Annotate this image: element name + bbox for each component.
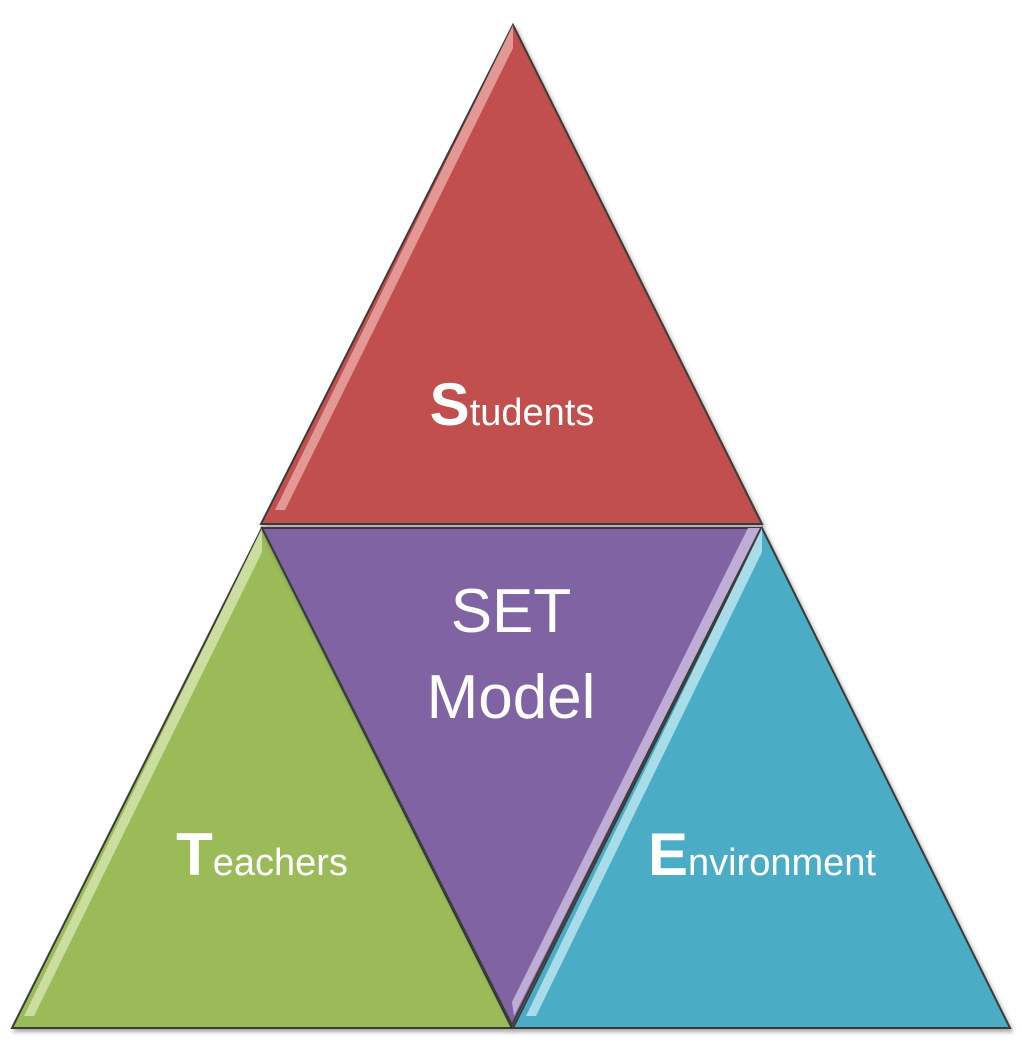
center-segment: SET Model xyxy=(260,527,762,1028)
teachers-label: Teachers xyxy=(176,821,348,888)
students-label: Students xyxy=(430,371,595,438)
students-triangle xyxy=(259,22,764,525)
center-line2: Model xyxy=(427,663,596,732)
students-initial: S xyxy=(430,371,470,438)
students-segment: Students xyxy=(259,22,764,525)
teachers-rest: eachers xyxy=(213,842,348,884)
students-bevel xyxy=(275,25,513,510)
environment-rest: nvironment xyxy=(688,842,876,884)
center-triangle xyxy=(260,527,762,1028)
environment-initial: E xyxy=(648,821,688,888)
teachers-initial: T xyxy=(176,821,213,888)
students-rest: tudents xyxy=(470,392,595,434)
environment-bevel xyxy=(526,528,762,1016)
environment-label: Environment xyxy=(648,821,876,888)
center-line1: SET xyxy=(451,577,572,646)
teachers-bevel xyxy=(24,528,262,1016)
center-bevel xyxy=(512,528,760,1016)
environment-triangle xyxy=(511,525,1012,1029)
teachers-segment: Teachers xyxy=(10,525,514,1029)
environment-segment: Environment xyxy=(511,525,1012,1029)
